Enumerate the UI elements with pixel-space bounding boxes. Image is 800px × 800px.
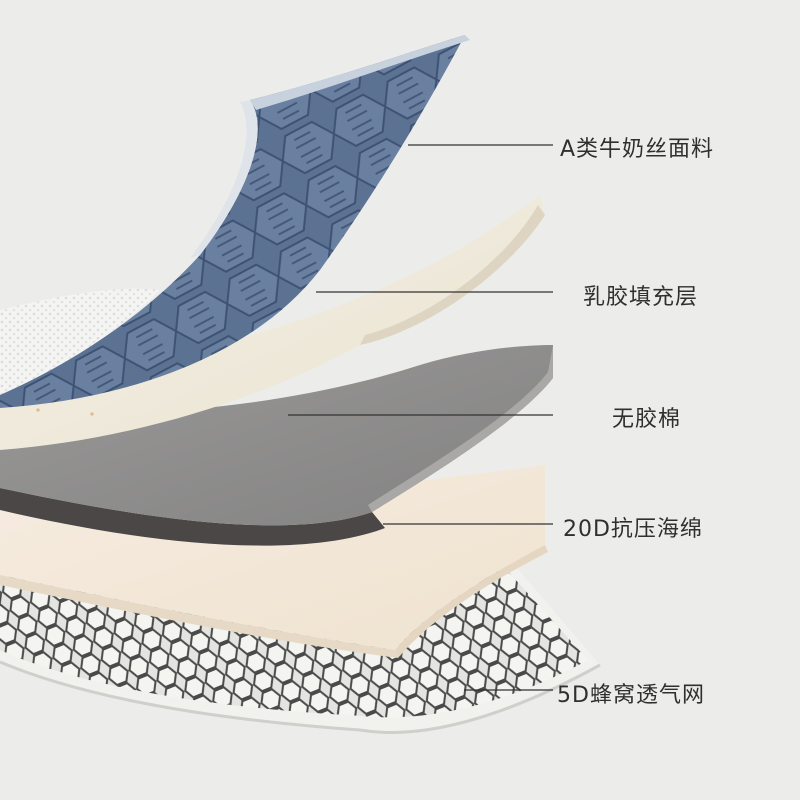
felt-layer — [0, 345, 553, 546]
layer-label-mesh: 5D蜂窝透气网 — [557, 683, 705, 708]
fabric-layer — [0, 35, 470, 408]
layer-label-sponge: 20D抗压海绵 — [563, 517, 703, 542]
layer-label-felt: 无胶棉 — [612, 407, 682, 432]
layer-label-fabric: A类牛奶丝面料 — [560, 137, 715, 162]
leader-lines — [288, 144, 553, 691]
layer-label-latex: 乳胶填充层 — [583, 285, 699, 310]
